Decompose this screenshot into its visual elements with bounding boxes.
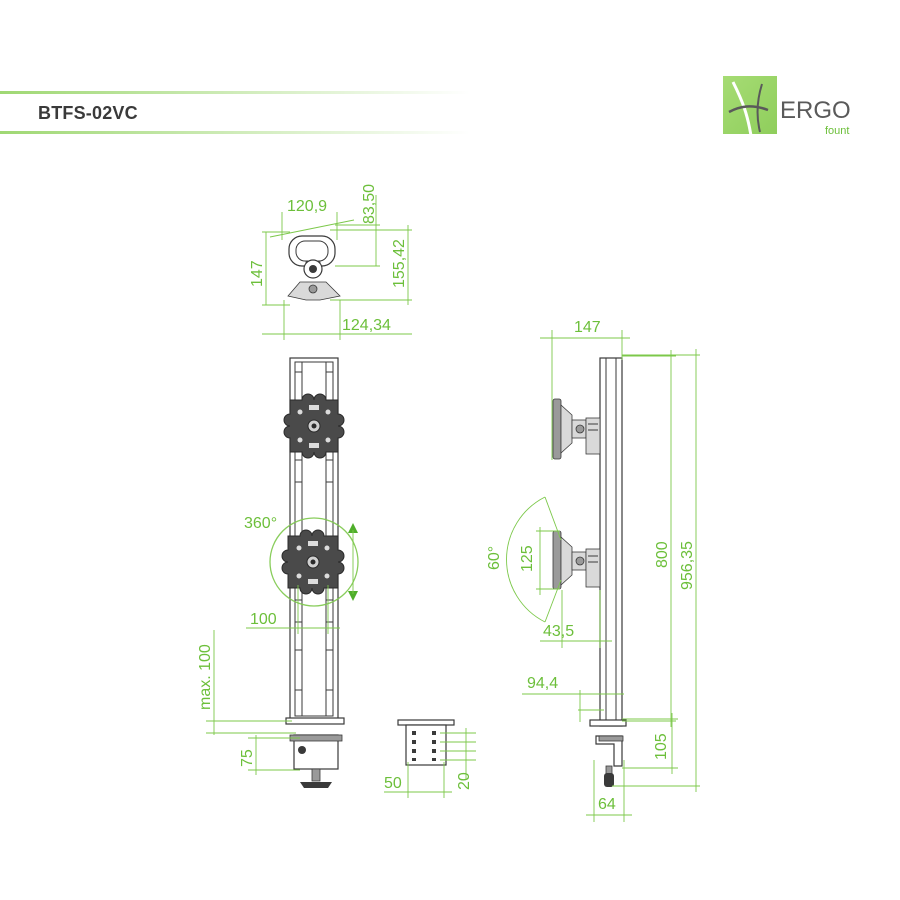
side-view	[552, 357, 627, 787]
dim-tilt-125: 125	[519, 545, 536, 572]
ergo-logo: ERGO fount	[723, 76, 851, 143]
dim-top-base: 124,34	[342, 317, 391, 334]
dim-tilt-angle: 60°	[486, 546, 503, 570]
dim-top-height-right: 155,42	[391, 239, 408, 288]
clamp-plate	[397, 719, 455, 766]
logo-brand: ERGO	[780, 97, 851, 124]
top-view	[287, 235, 341, 301]
model-title: BTFS-02VC	[38, 103, 138, 123]
front-view-dimensions: 360° 100 max. 100 75	[197, 515, 359, 775]
logo-sub: fount	[825, 125, 849, 137]
dim-arm-94: 94,4	[527, 675, 558, 692]
top-view-dimensions: 120,9 83,50 147 155,42 124,34	[249, 184, 412, 340]
header-rule-bottom	[0, 131, 470, 134]
clamp-plate-dimensions: 50 20	[384, 728, 476, 798]
dim-offset-43: 43,5	[543, 623, 574, 640]
dim-plate-50: 50	[384, 775, 402, 792]
dim-pole-800: 800	[654, 541, 671, 568]
dim-base-64: 64	[598, 796, 616, 813]
vesa-plate-lower	[281, 529, 345, 595]
dim-top-depth: 83,50	[361, 184, 378, 224]
front-view	[281, 357, 345, 788]
dim-plate-20: 20	[456, 772, 473, 790]
side-mount-upper	[552, 398, 601, 460]
dim-base-105: 105	[653, 733, 670, 760]
header-rule-top	[0, 91, 470, 94]
dim-rotation: 360°	[244, 515, 277, 532]
side-mount-lower	[552, 530, 601, 590]
dim-top-width: 120,9	[287, 198, 327, 215]
side-view-dimensions: 147 60° 125 43,5 94,4 800 956,35	[486, 319, 700, 822]
dim-side-147: 147	[574, 319, 601, 336]
dim-total-956: 956,35	[679, 541, 696, 590]
vesa-plate-upper	[283, 393, 345, 459]
dim-vesa: 100	[250, 611, 277, 628]
dim-top-height-left: 147	[249, 260, 266, 287]
dim-max-height: max. 100	[197, 644, 214, 710]
dim-clamp-75: 75	[239, 749, 256, 767]
